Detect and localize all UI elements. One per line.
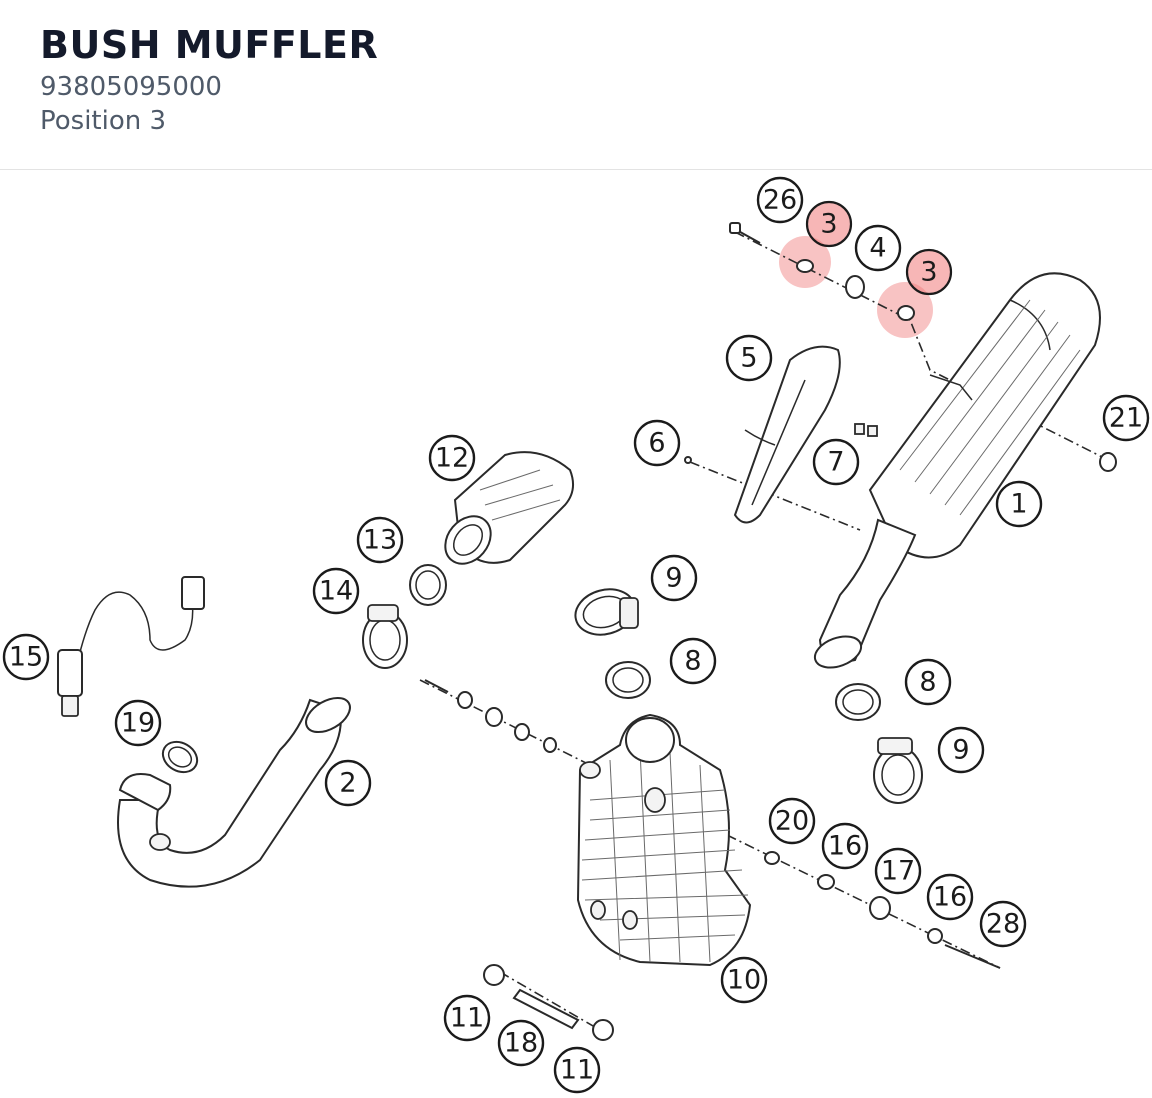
callout-17[interactable]: 17 (874, 847, 922, 895)
callout-13[interactable]: 13 (356, 516, 404, 564)
header-pipe-part (117, 696, 351, 888)
svg-text:2: 2 (339, 768, 356, 799)
part-title: BUSH MUFFLER (40, 23, 379, 67)
svg-text:10: 10 (727, 965, 761, 996)
page-header: BUSH MUFFLER 93805095000 Position 3 (0, 0, 1152, 170)
lambda-sensor-part (57, 576, 205, 717)
callout-14[interactable]: 14 (312, 567, 360, 615)
callout-5[interactable]: 5 (725, 334, 773, 382)
hardware-parts (424, 222, 1117, 1041)
svg-text:3: 3 (820, 209, 837, 240)
svg-text:11: 11 (560, 1055, 594, 1086)
svg-text:5: 5 (740, 343, 757, 374)
callout-8[interactable]: 8 (904, 658, 952, 706)
svg-text:1: 1 (1010, 489, 1027, 520)
svg-text:9: 9 (952, 735, 969, 766)
svg-text:12: 12 (435, 443, 469, 474)
muffler-part (813, 272, 1101, 669)
callout-8[interactable]: 8 (669, 637, 717, 685)
callout-9[interactable]: 9 (650, 554, 698, 602)
svg-text:18: 18 (504, 1028, 538, 1059)
svg-text:17: 17 (881, 856, 915, 887)
callout-26[interactable]: 26 (756, 176, 804, 224)
svg-text:21: 21 (1109, 403, 1143, 434)
callouts: 26 3 4 3 5 21 6 7 12 1 13 9 14 15 8 8 19… (2, 176, 1150, 1094)
callout-16[interactable]: 16 (926, 873, 974, 921)
svg-text:3: 3 (920, 257, 937, 288)
svg-text:7: 7 (827, 447, 844, 478)
callout-18[interactable]: 18 (497, 1019, 545, 1067)
svg-text:11: 11 (450, 1003, 484, 1034)
callout-3-highlighted[interactable]: 3 (905, 248, 953, 296)
svg-text:8: 8 (919, 667, 936, 698)
callout-6[interactable]: 6 (633, 419, 681, 467)
callout-28[interactable]: 28 (979, 900, 1027, 948)
svg-text:14: 14 (319, 576, 353, 607)
callout-16[interactable]: 16 (821, 822, 869, 870)
part-position: Position 3 (40, 106, 167, 136)
callout-7[interactable]: 7 (812, 438, 860, 486)
svg-text:16: 16 (933, 882, 967, 913)
svg-text:6: 6 (648, 428, 665, 459)
callout-3-highlighted[interactable]: 3 (805, 200, 853, 248)
svg-text:8: 8 (684, 646, 701, 677)
clamps (362, 588, 923, 804)
callout-20[interactable]: 20 (768, 797, 816, 845)
callout-21[interactable]: 21 (1102, 394, 1150, 442)
catalyst-part (444, 451, 575, 565)
callout-12[interactable]: 12 (428, 434, 476, 482)
part-number: 93805095000 (40, 72, 222, 102)
callout-11[interactable]: 11 (443, 994, 491, 1042)
callout-19[interactable]: 19 (114, 699, 162, 747)
callout-15[interactable]: 15 (2, 633, 50, 681)
callout-11[interactable]: 11 (553, 1046, 601, 1094)
svg-text:19: 19 (121, 708, 155, 739)
svg-text:20: 20 (775, 806, 809, 837)
svg-text:28: 28 (986, 909, 1020, 940)
gaskets (161, 564, 881, 774)
callout-1[interactable]: 1 (995, 480, 1043, 528)
svg-text:16: 16 (828, 831, 862, 862)
callout-2[interactable]: 2 (324, 759, 372, 807)
heat-shield-part (733, 345, 841, 524)
svg-text:9: 9 (665, 563, 682, 594)
svg-text:15: 15 (9, 642, 43, 673)
silencer-box-part (576, 713, 752, 967)
svg-text:4: 4 (869, 233, 886, 264)
callout-10[interactable]: 10 (720, 956, 768, 1004)
exploded-parts-diagram: 26 3 4 3 5 21 6 7 12 1 13 9 14 15 8 8 19… (2, 176, 1150, 1094)
callout-9[interactable]: 9 (937, 726, 985, 774)
callout-4[interactable]: 4 (854, 224, 902, 272)
svg-text:13: 13 (363, 525, 397, 556)
svg-text:26: 26 (763, 185, 797, 216)
